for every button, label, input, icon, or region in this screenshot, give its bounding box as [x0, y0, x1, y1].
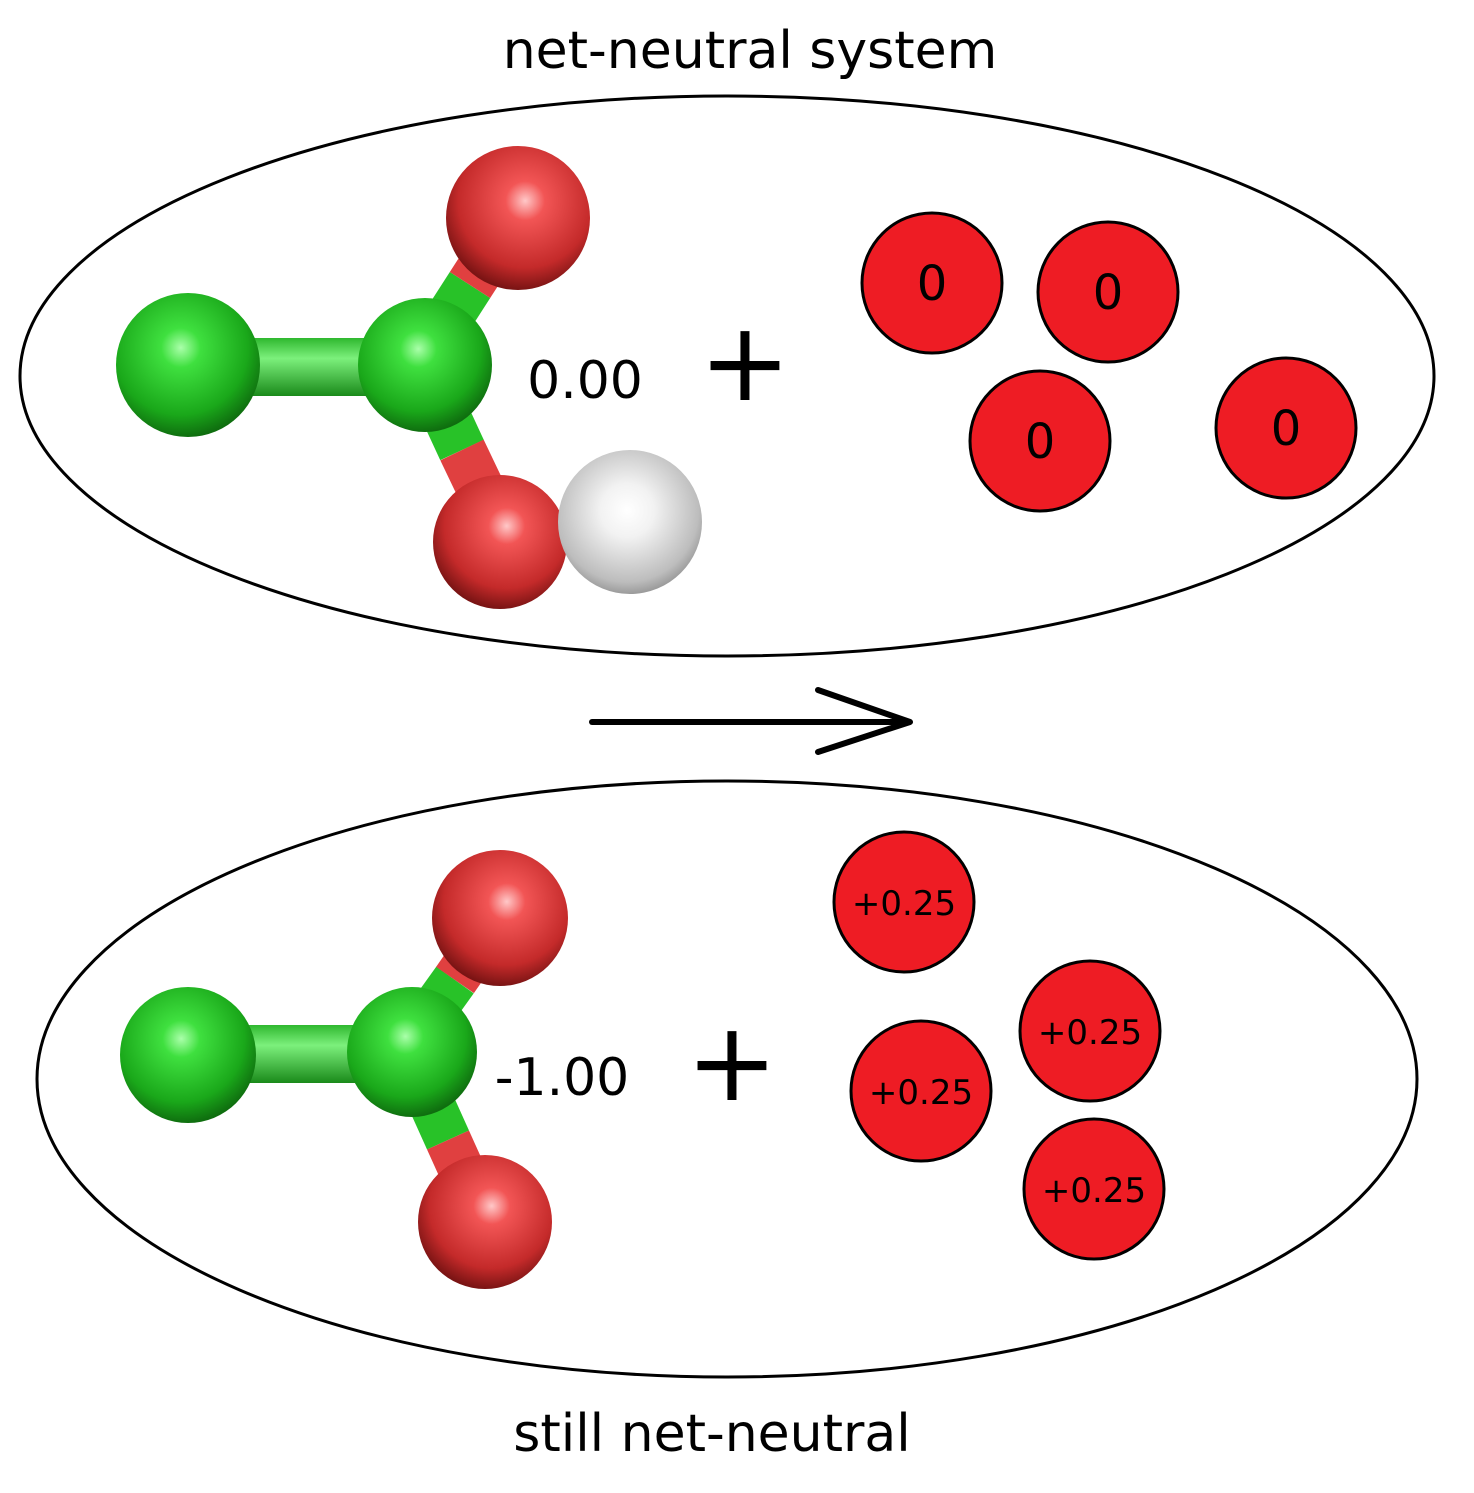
ion-circle [860, 211, 1004, 355]
top-molecule-charge: 0.00 [527, 351, 643, 411]
bottom-molecule-charge: -1.00 [495, 1048, 630, 1108]
atom-carbon [358, 298, 492, 432]
ion-circle [1036, 220, 1180, 364]
ion-circle [1018, 959, 1162, 1103]
atom-oxygen-upper [446, 146, 590, 290]
ion-circle [849, 1019, 993, 1163]
ion-charge: 0 [1093, 265, 1124, 321]
top-ion: 0 [860, 211, 1004, 355]
bottom-system-ellipse [35, 779, 1419, 1379]
ion-charge: +0.25 [1038, 1013, 1142, 1053]
ion-circle [968, 369, 1112, 513]
bottom-ion: +0.25 [849, 1019, 993, 1163]
ion-circle [1214, 356, 1358, 500]
top-plus-sign: + [699, 298, 791, 426]
atom-oxygen-lower [418, 1155, 552, 1289]
bottom-ion: +0.25 [1022, 1117, 1166, 1261]
bottom-plus-sign: + [686, 998, 778, 1126]
top-panel: 0.00 + 0 0 0 0 [18, 94, 1436, 658]
bottom-ion: +0.25 [1018, 959, 1162, 1103]
bottom-panel: -1.00 + +0.25 +0.25 +0.25 +0.25 [35, 779, 1419, 1379]
top-caption: net-neutral system [503, 21, 998, 81]
ion-circle [1022, 1117, 1166, 1261]
top-ion: 0 [1036, 220, 1180, 364]
bottom-caption: still net-neutral [513, 1404, 910, 1464]
atom-oxygen-lower [433, 475, 567, 609]
atom-chlorine [116, 293, 260, 437]
ion-charge: +0.25 [869, 1073, 973, 1113]
top-molecule [116, 146, 702, 609]
ion-charge: 0 [917, 256, 948, 312]
ion-charge: 0 [1025, 414, 1056, 470]
atom-oxygen-upper [432, 850, 568, 986]
ion-charge: +0.25 [852, 884, 956, 924]
bottom-molecule [120, 850, 568, 1289]
ion-charge: +0.25 [1042, 1171, 1146, 1211]
atom-chlorine [120, 987, 256, 1123]
top-ion: 0 [968, 369, 1112, 513]
atom-carbon [347, 987, 477, 1117]
ion-circle [832, 830, 976, 974]
top-ion: 0 [1214, 356, 1358, 500]
atom-hydrogen [558, 450, 702, 594]
bottom-ion: +0.25 [832, 830, 976, 974]
right-arrow-icon [589, 687, 913, 755]
ion-charge: 0 [1271, 401, 1302, 457]
top-system-ellipse [18, 94, 1436, 658]
